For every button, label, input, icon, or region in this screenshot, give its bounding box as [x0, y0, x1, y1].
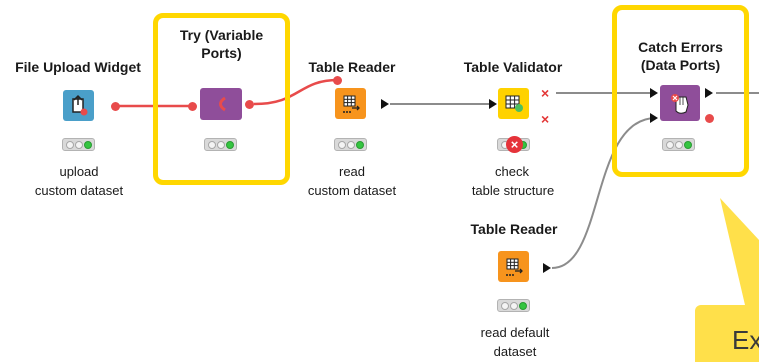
data-connection-reader2-to-catch [551, 117, 657, 269]
table-reader-1-title: Table Reader [308, 59, 396, 75]
table-reader-2-title: Table Reader [470, 221, 558, 237]
table-reader-2-output-port[interactable] [543, 263, 551, 273]
upload-widget-icon [72, 94, 88, 116]
table-validator-caption-line2: table structure [471, 183, 555, 198]
variable-connection-try-to-reader [253, 78, 339, 106]
file-upload-status [62, 138, 95, 151]
table-reader-icon [506, 258, 523, 276]
try-node-title-line2: Ports) [201, 45, 242, 61]
try-icon [219, 96, 226, 112]
table-reader-2-caption-line1: read default [480, 325, 550, 340]
catch-errors-input-port-2[interactable] [650, 113, 658, 123]
catch-errors-status [662, 138, 695, 151]
catch-errors-input-port-1[interactable] [650, 88, 658, 98]
try-input-port[interactable] [188, 102, 197, 111]
file-upload-caption-line1: upload [59, 164, 99, 179]
try-output-port[interactable] [245, 100, 254, 109]
table-validator-output-port-1[interactable]: × [541, 85, 550, 101]
try-highlight-box [153, 13, 290, 185]
catch-errors-title-line1: Catch Errors [638, 39, 723, 55]
catch-errors-node[interactable] [660, 85, 700, 121]
catch-errors-variable-output-port[interactable] [705, 114, 714, 123]
table-reader-1-variable-input-port[interactable] [333, 76, 342, 85]
table-validator-caption-line1: check [495, 164, 529, 179]
file-upload-caption-line2: custom dataset [34, 183, 124, 198]
try-node-title-line1: Try (Variable [179, 27, 264, 43]
try-node-status [204, 138, 237, 151]
table-reader-2-node[interactable] [498, 251, 529, 282]
table-validator-node[interactable] [498, 88, 529, 119]
table-reader-2-caption-line2: dataset [493, 344, 537, 359]
table-reader-2-status [497, 299, 530, 312]
table-validator-title: Table Validator [463, 59, 563, 75]
catch-errors-title-line2: (Data Ports) [640, 57, 721, 73]
catch-errors-icon [671, 94, 689, 114]
table-reader-1-output-port[interactable] [381, 99, 389, 109]
table-reader-1-caption-line2: custom dataset [307, 183, 397, 198]
try-node[interactable] [200, 88, 242, 120]
file-upload-widget-node[interactable] [63, 90, 94, 121]
file-upload-widget-title: File Upload Widget [15, 59, 141, 75]
table-reader-icon [343, 95, 360, 113]
error-icon[interactable]: × [506, 136, 523, 153]
annotation-callout[interactable] [695, 305, 759, 362]
catch-errors-data-output-port[interactable] [705, 88, 713, 98]
table-validator-icon [505, 95, 523, 112]
table-validator-output-port-2[interactable]: × [541, 111, 550, 127]
upload-output-port[interactable] [111, 102, 120, 111]
catch-highlight-box [612, 5, 749, 177]
annotation-text: Ex [732, 325, 759, 355]
table-validator-input-port[interactable] [489, 99, 497, 109]
table-reader-1-status [334, 138, 367, 151]
table-reader-1-caption-line1: read [338, 164, 366, 179]
table-reader-1-node[interactable] [335, 88, 366, 119]
